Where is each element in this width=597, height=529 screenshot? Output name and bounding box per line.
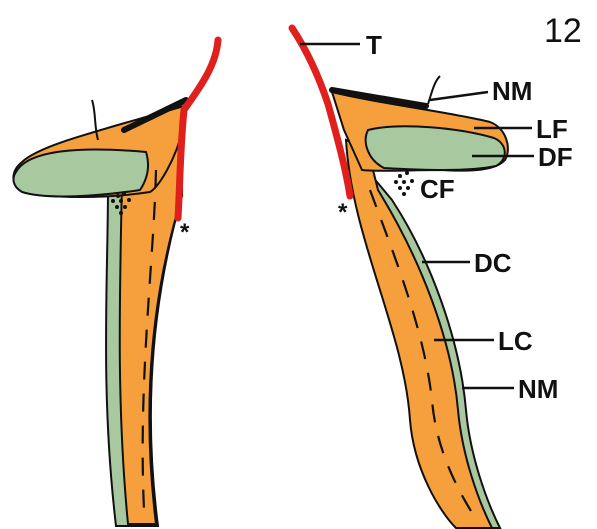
leader-NM-top bbox=[430, 92, 488, 100]
label-NM-top: NM bbox=[492, 76, 532, 106]
label-LC: LC bbox=[498, 326, 533, 356]
left-structure: * bbox=[13, 40, 218, 526]
label-T: T bbox=[366, 30, 382, 60]
label-DC: DC bbox=[474, 248, 512, 278]
left-asterisk: * bbox=[180, 219, 190, 246]
label-DF: DF bbox=[538, 142, 573, 172]
left-red-layer bbox=[178, 40, 218, 218]
label-LF: LF bbox=[536, 114, 568, 144]
label-CF: CF bbox=[420, 174, 455, 204]
right-cf-dots bbox=[394, 171, 414, 196]
label-NM-bottom: NM bbox=[518, 374, 558, 404]
right-stalk bbox=[346, 140, 492, 528]
right-asterisk: * bbox=[338, 199, 348, 226]
right-structure: * bbox=[292, 28, 508, 528]
figure-number: 12 bbox=[544, 12, 582, 50]
